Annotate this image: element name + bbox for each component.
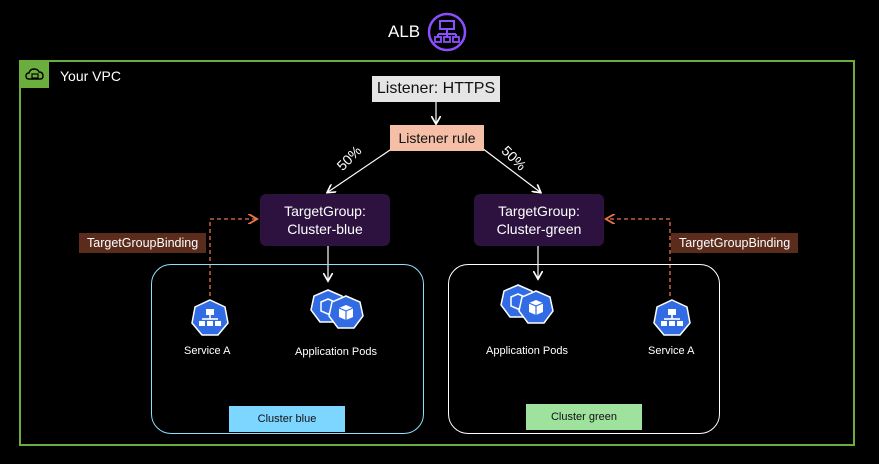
target-group-green-line1: TargetGroup: — [498, 203, 580, 219]
binding-left-dashed-line — [209, 219, 256, 296]
vpc-label: Your VPC — [60, 68, 121, 84]
cluster-blue-badge: Cluster blue — [229, 406, 345, 432]
binding-right-dashed-line — [607, 219, 671, 296]
alb-label: ALB — [388, 22, 421, 41]
target-group-blue: TargetGroup: Cluster-blue — [260, 194, 390, 246]
application-pods-label-blue: Application Pods — [295, 346, 377, 358]
kubernetes-pods-icon — [500, 284, 554, 324]
kubernetes-service-icon — [191, 299, 229, 336]
rule-to-blue-line — [328, 147, 394, 192]
vpc-boundary — [19, 60, 855, 446]
application-pods-label-green: Application Pods — [486, 345, 568, 357]
target-group-green-line2: Cluster-green — [496, 221, 582, 237]
target-group-binding-right: TargetGroupBinding — [671, 233, 799, 253]
target-group-green: TargetGroup: Cluster-green — [474, 194, 604, 246]
kubernetes-service-icon — [653, 299, 691, 336]
listener-rule-box: Listener rule — [390, 125, 484, 151]
load-balancer-icon — [427, 12, 467, 52]
cluster-green-box — [448, 264, 720, 434]
cluster-green-badge: Cluster green — [526, 404, 642, 430]
listener-box: Listener: HTTPS — [372, 76, 500, 102]
vpc-cloud-lock-icon — [21, 62, 49, 88]
cluster-blue-box — [151, 264, 424, 434]
service-a-label-blue: Service A — [184, 345, 231, 357]
kubernetes-pods-icon — [310, 289, 364, 329]
rule-to-green-line — [481, 147, 540, 192]
target-group-binding-left: TargetGroupBinding — [79, 233, 207, 253]
service-a-label-green: Service A — [648, 345, 695, 357]
target-group-blue-line2: Cluster-blue — [287, 221, 363, 237]
target-group-blue-line1: TargetGroup: — [284, 203, 366, 219]
